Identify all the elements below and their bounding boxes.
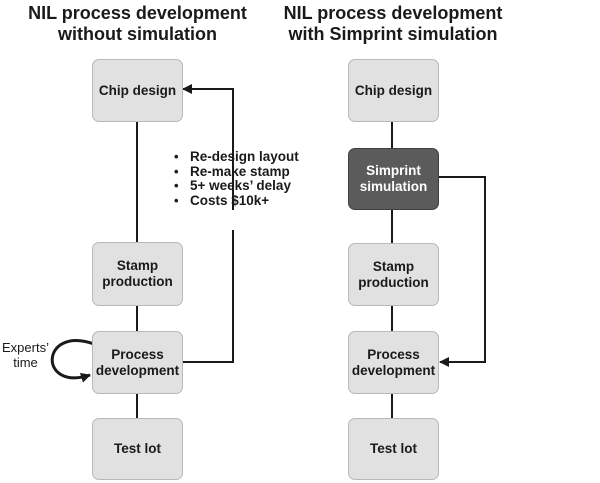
right-stamp-production-label-2: production	[358, 274, 429, 290]
left-stamp-production-label-2: production	[102, 274, 173, 289]
right-title-line-1: NIL process development	[283, 3, 503, 23]
right-process-development-box: Process development	[348, 331, 439, 394]
right-test-lot-label: Test lot	[370, 441, 417, 456]
right-title-line-2: with Simprint simulation	[288, 24, 498, 44]
right-process-development-label-1: Process	[367, 346, 420, 362]
left-stamp-production-label-1: Stamp	[116, 258, 159, 273]
left-process-development-label-2: development	[95, 362, 180, 378]
left-title-line-1: NIL process development	[28, 3, 247, 23]
left-test-lot-label: Test lot	[114, 441, 161, 456]
right-column-title: NIL process development with Simprint si…	[262, 3, 524, 45]
experts-time-label-2: time	[13, 355, 38, 370]
consequence-item: Costs $10k+	[172, 193, 299, 209]
simulation-feedforward-arrow	[439, 176, 486, 367]
right-test-lot-box: Test lot	[348, 418, 439, 480]
left-process-development-label-1: Process	[111, 346, 164, 362]
left-chip-design-box: Chip design	[92, 59, 183, 122]
simprint-simulation-label-1: Simprint	[366, 163, 421, 178]
right-stamp-production-box: Stamp production	[348, 243, 439, 306]
experts-time-loop-arrow	[50, 339, 95, 383]
left-title-line-2: without simulation	[58, 24, 217, 44]
redesign-consequences-list: Re-design layout Re-make stamp 5+ weeks’…	[172, 149, 299, 209]
right-stamp-production-label-1: Stamp	[372, 258, 415, 274]
simprint-simulation-box: Simprint simulation	[348, 148, 439, 210]
consequence-item: Re-make stamp	[172, 164, 299, 180]
experts-time-label: Experts’ time	[2, 340, 49, 370]
left-stamp-production-box: Stamp production	[92, 242, 183, 306]
left-test-lot-box: Test lot	[92, 418, 183, 480]
right-process-development-label-2: development	[351, 362, 436, 378]
left-process-development-box: Process development	[92, 331, 183, 394]
right-chip-design-label: Chip design	[354, 82, 433, 98]
simprint-simulation-label-2: simulation	[359, 179, 428, 194]
left-chip-design-label: Chip design	[98, 82, 177, 98]
left-column-title: NIL process development without simulati…	[0, 3, 275, 45]
consequence-item: 5+ weeks’ delay	[172, 179, 299, 194]
consequence-item: Re-design layout	[172, 149, 299, 165]
right-chip-design-box: Chip design	[348, 59, 439, 122]
redesign-feedback-arrow	[183, 230, 234, 363]
experts-time-label-1: Experts’	[2, 340, 49, 355]
